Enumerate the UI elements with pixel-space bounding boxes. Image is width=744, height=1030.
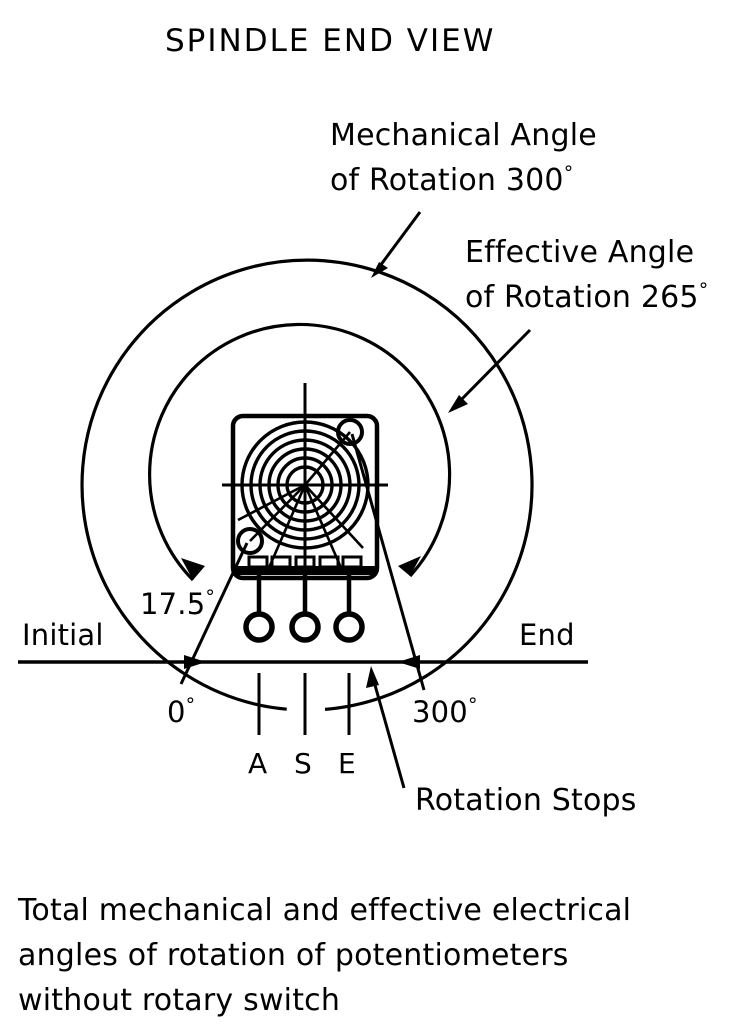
rotation-stop-pin-lower-left [236,527,264,555]
rotation-stop-pin-upper-right [336,418,364,446]
end-angle-label: 300° [412,694,478,729]
page-title: SPINDLE END VIEW [165,23,495,59]
effective-angle-label-line2: of Rotation 265° [465,279,708,315]
caption-line-2: angles of rotation of potentiometers [18,938,569,973]
terminal-a-label: A [248,747,267,780]
effective-arc-start-arrowhead [181,558,205,580]
effective-angle-leader [454,328,532,407]
initial-axis-label: Initial [22,618,104,652]
housing-base-plate [233,566,377,575]
caption-line-3: without rotary switch [18,983,340,1018]
mechanical-angle-label-line2: of Rotation 300° [330,162,573,198]
effective-angle-label-line1: Effective Angle [465,235,694,270]
mechanical-angle-leader [375,211,422,271]
effective-rotation-arc [148,322,452,582]
terminal-pin-s-pad [289,611,321,643]
mechanical-rotation-circle [80,258,534,711]
mechanical-angle-label-line1: Mechanical Angle [330,118,597,153]
terminal-e-label: E [338,747,356,780]
terminal-callout-leaders [257,673,351,735]
rotation-stops-arrowhead [366,666,379,688]
terminal-pins [243,575,365,643]
end-stop-leader [350,433,426,691]
mechanical-angle-arrowhead [371,262,388,278]
effective-arc-end-arrowhead [398,556,421,576]
end-axis-label: End [519,618,575,652]
terminal-s-label: S [294,747,312,780]
terminal-pin-e-pad [333,611,365,643]
terminal-pin-a-pad [243,611,275,643]
rotation-stops-label: Rotation Stops [415,783,637,818]
base-notches [247,555,363,569]
effective-angle-arrowhead [448,395,468,413]
caption-line-1: Total mechanical and effective electrica… [17,893,631,928]
offset-angle-label: 17.5° [140,586,215,621]
start-angle-label: 0° [167,694,195,729]
rotation-stops-leader [371,677,406,789]
initial-stop-leader [179,542,249,685]
